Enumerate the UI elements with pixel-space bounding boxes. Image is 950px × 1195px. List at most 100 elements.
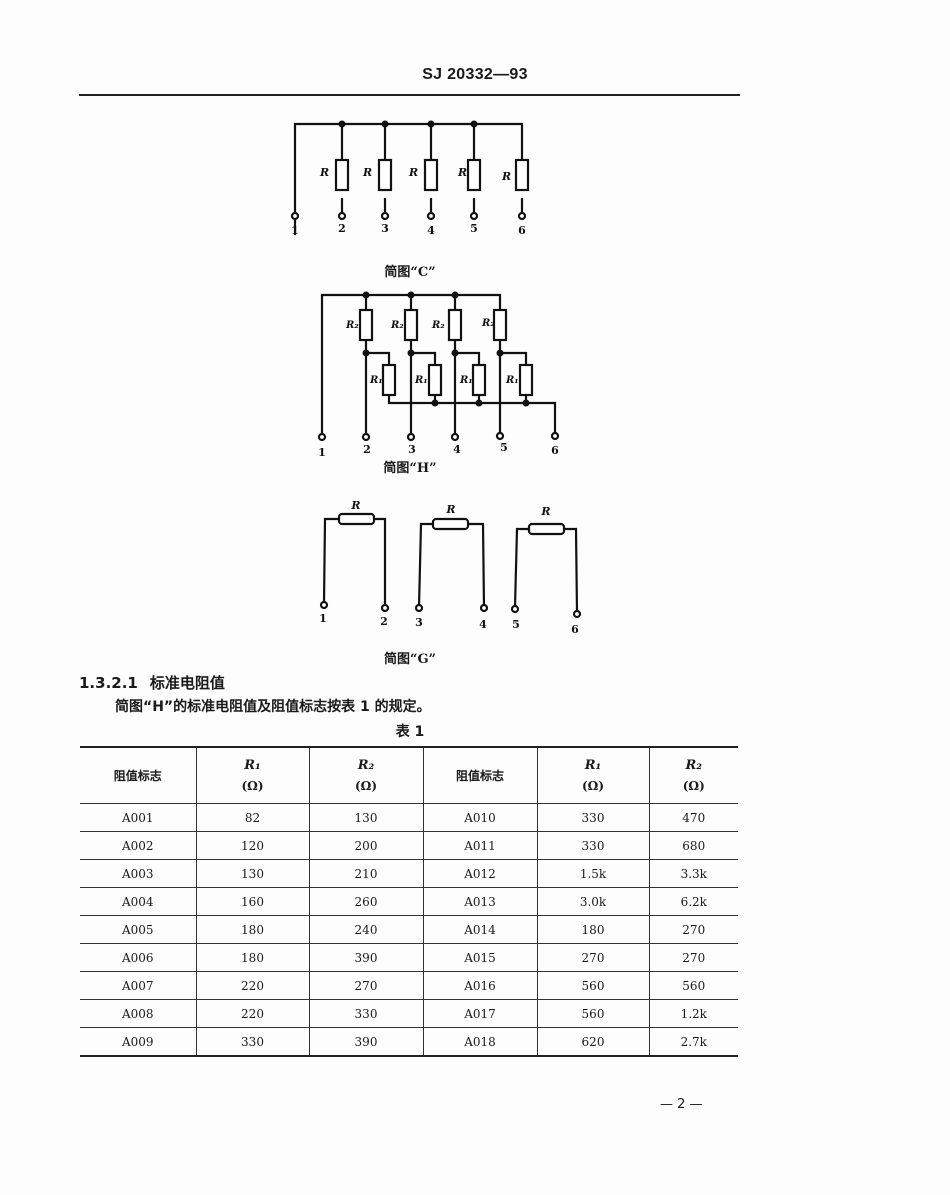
section-number: 1.3.2.1 [79,674,138,692]
terminal-label: 1 [319,612,327,625]
table-cell: A009 [80,1027,196,1057]
table-cell: 470 [648,803,738,832]
column-header-r2: R₂(Ω) [308,747,423,804]
section-body: 简图“H”的标准电阻值及阻值标志按表 1 的规定。 [115,699,431,715]
table-cell: A013 [422,887,537,916]
column-header-r2: R₂(Ω) [648,747,738,804]
terminal-label: 3 [408,443,416,456]
table-cell: A005 [80,915,196,944]
terminal-label: 6 [571,623,579,635]
table-cell: 2.7k [648,1027,738,1057]
column-header-r1: R₁(Ω) [536,747,649,804]
resistor-r1-label: R₁ [459,375,473,386]
table-cell: 130 [195,859,309,888]
table-cell: A002 [80,831,196,860]
table-cell: 270 [308,971,423,1000]
terminal-label: 1 [318,446,326,459]
circuit-diagram-c: R R R R R 1 2 3 4 5 6 [290,120,530,237]
table-cell: 620 [536,1027,649,1057]
table-cell: 330 [195,1027,309,1057]
terminal-label: 2 [363,443,371,456]
table-cell: A016 [422,971,537,1000]
terminal-label: 3 [381,222,389,235]
table-cell: 270 [536,943,649,972]
table-cell: 560 [648,971,738,1000]
table-cell: A015 [422,943,537,972]
terminal-label: 5 [512,618,520,631]
table-cell: 390 [308,943,423,972]
table-cell: 3.0k [536,887,649,916]
page-number: — 2 — [660,1097,703,1112]
header-rule [79,94,740,96]
table-cell: A004 [80,887,196,916]
terminal-label: 2 [338,222,346,235]
terminal-label: 3 [415,616,423,629]
table-cell: A011 [422,831,537,860]
table-cell: 180 [536,915,649,944]
table-cell: 200 [308,831,423,860]
table-cell: A006 [80,943,196,972]
table-cell: 680 [648,831,738,860]
resistor-r1-label: R₁ [505,375,519,386]
table-cell: 210 [308,859,423,888]
table-cell: 3.3k [648,859,738,888]
table-title: 表 1 [395,724,425,740]
figure-caption-h: 简图“H” [383,461,437,476]
table-cell: A007 [80,971,196,1000]
table-cell: 180 [195,943,309,972]
table-cell: A017 [422,999,537,1028]
resistor-label: R [362,166,372,179]
circuit-diagram-g: R R R 1 2 3 4 5 6 [319,499,582,635]
table-cell: 180 [195,915,309,944]
figure-caption-c: 简图“C” [384,265,436,280]
table-cell: 330 [536,803,649,832]
resistor-r1-label: R₁ [414,375,428,386]
resistor-label: R [501,170,511,183]
figure-caption-g: 简图“G” [383,652,437,667]
table-cell: 82 [195,803,309,832]
resistor-label: R [445,503,455,516]
resistor-r2-label: R₂ [345,320,359,331]
table-cell: 1.2k [648,999,738,1028]
table-cell: A014 [422,915,537,944]
table-cell: 270 [648,943,738,972]
table-cell: 330 [308,999,423,1028]
table-cell: 560 [536,999,649,1028]
terminal-label: 5 [500,441,508,454]
table-cell: 120 [195,831,309,860]
terminal-label: 6 [518,224,526,237]
standard-number: SJ 20332—93 [422,66,528,83]
section-title: 标准电阻值 [149,674,225,692]
terminal-label: 4 [427,224,435,237]
table-cell: A008 [80,999,196,1028]
table-cell: 220 [195,999,309,1028]
resistor-label: R [540,505,550,518]
resistor-label: R [408,166,418,179]
resistor-r2-label: R₂ [481,318,495,329]
resistor-label: R [457,166,467,179]
column-header-label: 阻值标志 [80,747,196,804]
table-cell: A018 [422,1027,537,1057]
table-cell: 260 [308,887,423,916]
resistor-label: R [319,166,329,179]
table-cell: 330 [536,831,649,860]
section-heading: 1.3.2.1 标准电阻值 [79,672,225,693]
table-cell: 130 [308,803,423,832]
resistor-label: R [350,499,360,512]
terminal-label: 4 [453,443,461,456]
terminal-label: 6 [551,444,559,457]
table-cell: 390 [308,1027,423,1057]
table-cell: A001 [80,803,196,832]
terminal-label: 2 [380,615,388,628]
resistor-r1-label: R₁ [369,375,383,386]
circuit-diagram-h: R₂ R₂ R₂ R₂ R₁ R₁ R₁ R₁ 1 2 3 4 5 6 [317,291,559,459]
terminal-label: 5 [470,222,478,235]
